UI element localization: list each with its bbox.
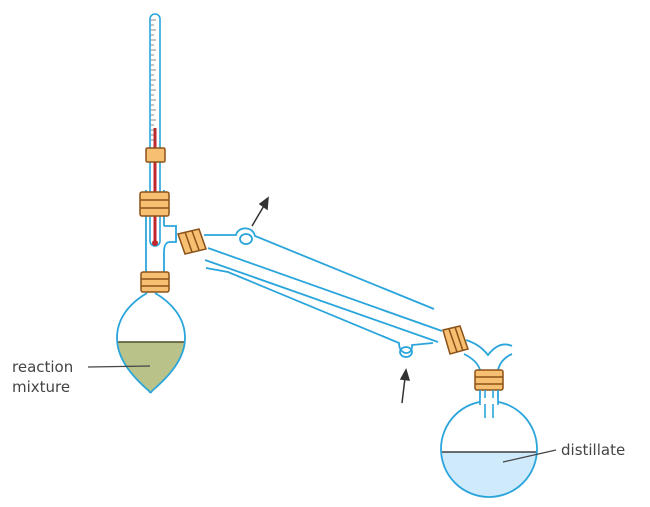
reaction-mixture-liquid	[118, 342, 185, 393]
water-in-arrow	[399, 368, 411, 404]
receiver-joint	[474, 369, 504, 391]
receiver-adapter	[463, 339, 513, 372]
reaction-mixture-label-line1: reaction	[12, 358, 74, 376]
water-out-arrow	[251, 196, 269, 227]
distillate-label: distillate	[561, 441, 626, 459]
thermometer-stopper-top	[145, 147, 166, 163]
round-bottom-flask	[440, 390, 538, 498]
thermometer-adapter-joint	[139, 191, 170, 217]
thermometer-scale	[151, 19, 156, 141]
distillate-leader-line	[502, 449, 557, 463]
condenser-joint-right	[442, 325, 469, 355]
condenser-joint-left	[177, 228, 207, 255]
distillate-liquid	[441, 452, 537, 497]
reaction-mixture-label-line2: mixture	[12, 378, 71, 396]
liebig-condenser	[204, 227, 443, 358]
reaction-mixture-label: reaction mixture	[12, 357, 73, 397]
reaction-mixture-leader-line	[87, 365, 151, 368]
pear-shaped-flask	[116, 292, 186, 394]
flask-neck-joint	[140, 271, 170, 293]
